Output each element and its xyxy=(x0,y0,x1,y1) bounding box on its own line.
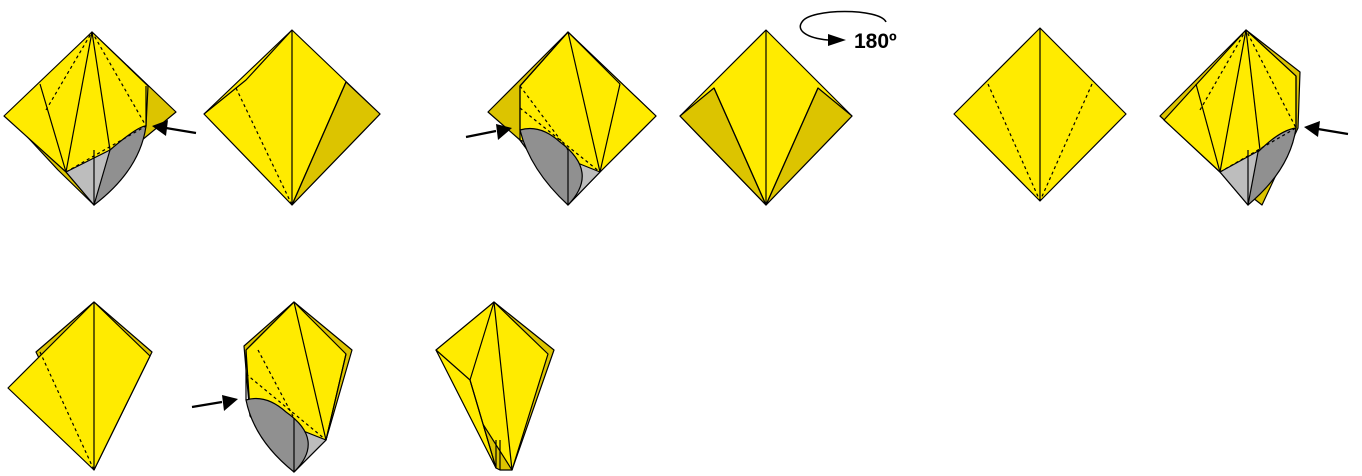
step-2-figure xyxy=(203,29,381,206)
rotation-label: 180º xyxy=(854,30,897,53)
step-7-figure xyxy=(7,301,153,471)
step-3-figure xyxy=(487,31,657,206)
push-arrow-icon xyxy=(191,395,238,411)
rotate-arrow-icon xyxy=(799,10,887,46)
step-1-figure xyxy=(3,31,177,206)
step-6-figure xyxy=(1159,29,1301,206)
step-9-figure xyxy=(435,301,555,471)
push-arrow-icon xyxy=(465,124,512,140)
push-arrow-icon xyxy=(152,120,197,136)
step-8-figure xyxy=(243,301,353,473)
step-4-figure xyxy=(679,29,853,206)
push-arrow-icon xyxy=(1304,121,1349,137)
step-5-figure xyxy=(953,27,1127,202)
